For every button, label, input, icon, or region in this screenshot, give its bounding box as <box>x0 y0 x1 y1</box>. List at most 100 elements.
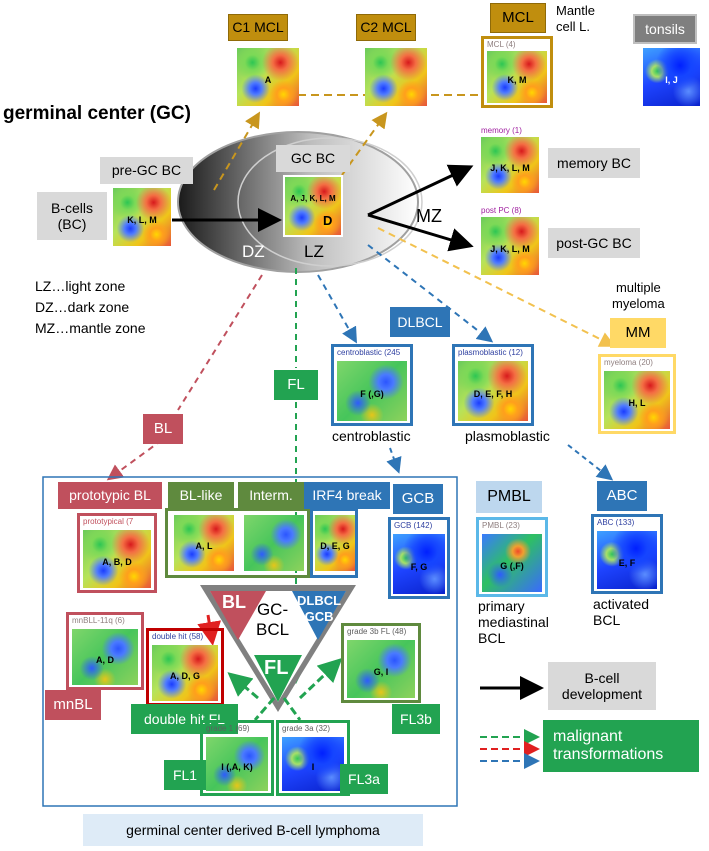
prototypical-map: A, B, D <box>83 530 151 588</box>
tonsils-label: tonsils <box>633 14 697 44</box>
gcb-label: GCB <box>393 484 443 514</box>
prototypic-bl-label: prototypic BL <box>58 482 162 509</box>
c2-mcl-map <box>365 48 427 106</box>
grade3a-map: I <box>282 737 344 791</box>
gcb-map-frame: GCB (142) F, G <box>388 517 450 599</box>
gc-bc-label: GC BC <box>276 145 350 172</box>
mm-label: MM <box>610 318 666 348</box>
abc-map-frame: ABC (133) E, F <box>591 514 663 594</box>
double-hit-map-frame: double hit (58) A, D, G <box>146 628 224 706</box>
fl3a-label: FL3a <box>340 764 388 794</box>
b-cells-label: B-cells(BC) <box>37 192 107 240</box>
triangle-bl-text: BL <box>222 592 246 612</box>
pre-gc-map-label: K, L, M <box>127 214 157 225</box>
fl-label: FL <box>274 370 318 400</box>
prototypical-map-frame: prototypical (7 A, B, D <box>77 513 157 593</box>
mcl-label: MCL <box>490 3 546 33</box>
irf4-map-label: D, E, G <box>320 540 350 551</box>
mz-label: MZ <box>416 206 442 226</box>
zone-legend: LZ…light zone DZ…dark zone MZ…mantle zon… <box>35 278 146 336</box>
gc-title: germinal center (GC) <box>3 103 191 124</box>
myeloma-map-frame: myeloma (20) H, L <box>598 354 676 434</box>
post-pc-map: J, K, L, M <box>481 217 539 275</box>
prototypical-map-label: A, B, D <box>102 556 132 567</box>
mnbll-map: A, D <box>72 629 138 685</box>
plasmoblastic-map: D, E, F, H <box>458 361 528 421</box>
grade3a-map-frame: grade 3a (32) I <box>276 720 350 796</box>
memory-map: J, K, L, M <box>481 137 539 193</box>
memory-bc-label: memory BC <box>548 148 640 178</box>
plasmoblastic-text: plasmoblastic <box>465 428 550 444</box>
myeloma-map: H, L <box>604 371 670 429</box>
pmbl-map-frame: PMBL (23) G (,F) <box>476 517 548 597</box>
centroblastic-map-label: F (,G) <box>360 388 384 399</box>
grade1-map-frame: grade 1 (69) I (,A, K) <box>200 720 274 796</box>
pmbl-map: G (,F) <box>482 534 542 592</box>
pmbl-label: PMBL <box>476 481 542 513</box>
lz-label: LZ <box>304 242 324 261</box>
gcb-map: F, G <box>393 534 445 594</box>
post-pc-map-frame: post PC (8) J, K, L, M <box>481 205 541 277</box>
gcb-map-label: F, G <box>410 561 428 572</box>
myeloma-map-label: H, L <box>628 397 646 408</box>
gc-bc-map: A, J, K, L, M D <box>283 175 343 237</box>
abc-map-label: E, F <box>618 557 636 568</box>
abc-label: ABC <box>597 481 647 511</box>
grade3a-map-label: I <box>311 761 315 772</box>
mcl-map: K, M <box>487 51 547 103</box>
pre-gc-bc-label: pre-GC BC <box>100 157 193 184</box>
grade3b-map-frame: grade 3b FL (48) G, I <box>341 623 421 703</box>
lymphoma-caption: germinal center derived B-cell lymphoma <box>83 814 423 846</box>
c1-map-label: A <box>264 74 272 85</box>
c2-mcl-label: C2 MCL <box>356 14 416 41</box>
post-gc-bc-label: post-GC BC <box>548 228 640 258</box>
plasmoblastic-map-label: D, E, F, H <box>473 388 513 399</box>
irf4-map: D, E, G <box>315 515 355 571</box>
centroblastic-map-frame: centroblastic (245 F (,G) <box>331 344 413 426</box>
bl-like-map: A, L <box>174 515 234 571</box>
mnbl-label: mnBL <box>45 690 101 720</box>
bl-like-map-label: A, L <box>195 540 213 551</box>
pmbl-map-label: G (,F) <box>500 560 524 571</box>
double-hit-map-label: A, D, G <box>169 670 200 681</box>
dlbcl-label: DLBCL <box>390 307 450 337</box>
plasmoblastic-map-frame: plasmoblastic (12) D, E, F, H <box>452 344 534 426</box>
bl-like-label: BL-like <box>168 482 234 509</box>
fl1-label: FL1 <box>164 760 206 790</box>
bl-like-interm-frame: A, L <box>165 508 310 578</box>
grade3b-map-label: G, I <box>373 666 389 677</box>
centroblastic-text: centroblastic <box>332 428 411 444</box>
pre-gc-map: K, L, M <box>113 188 171 246</box>
post-pc-map-label: J, K, L, M <box>490 243 530 254</box>
memory-map-frame: memory (1) J, K, L, M <box>481 125 541 195</box>
fl3b-label: FL3b <box>392 704 440 734</box>
triangle-gc-bcl-text: GC-BCL <box>256 600 290 640</box>
c1-mcl-map: A <box>237 48 299 106</box>
centroblastic-map: F (,G) <box>337 361 407 421</box>
gc-map-d: D <box>323 213 333 228</box>
irf4-break-label: IRF4 break <box>304 482 390 509</box>
c1-mcl-label: C1 MCL <box>228 14 288 41</box>
tonsils-map-label: I, J <box>665 74 678 85</box>
double-hit-map: A, D, G <box>152 645 218 701</box>
dz-label: DZ <box>242 242 265 261</box>
mnbll-map-label: A, D <box>96 654 114 665</box>
irf4-map-frame: D, E, G <box>310 508 358 578</box>
interm-map <box>244 515 304 571</box>
grade1-map-label: I (,A, K) <box>221 761 253 772</box>
mcl-map-frame: MCL (4) K, M <box>481 36 553 108</box>
triangle-fl-text: FL <box>264 657 289 679</box>
grade1-map: I (,A, K) <box>206 737 268 791</box>
grade3b-map: G, I <box>347 640 415 698</box>
gc-map-label: A, J, K, L, M <box>290 194 336 204</box>
interm-label: Interm. <box>238 482 304 509</box>
bl-label: BL <box>143 414 183 444</box>
memory-map-label: J, K, L, M <box>490 162 530 173</box>
